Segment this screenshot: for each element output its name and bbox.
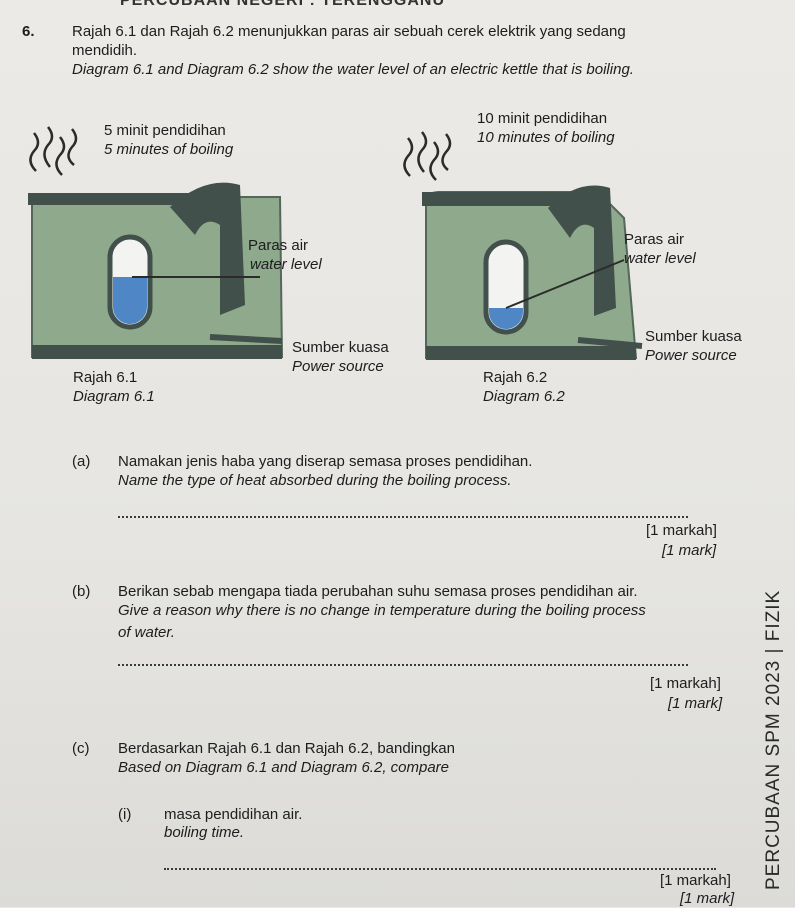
power-cable [209,334,283,344]
d2-power-en: Power source [645,347,737,364]
part-b-en-2: of water. [118,624,175,641]
intro-en: Diagram 6.1 and Diagram 6.2 show the wat… [72,61,634,78]
kettle-handle [548,185,616,316]
steam-lines-icon [29,126,78,176]
part-c-en: Based on Diagram 6.1 and Diagram 6.2, co… [118,759,450,776]
d1-time-en: 5 minutes of boiling [104,141,234,158]
part-b-en: Give a reason why there is no change in … [118,602,646,619]
part-c-i-label: (i) [118,806,132,823]
intro-ms: Rajah 6.1 dan Rajah 6.2 menunjukkan para… [72,23,626,40]
kettle-diagram-6-2 [403,131,643,360]
part-c-i-mark-ms: [1 markah] [660,872,731,889]
part-c-i-en: boiling time. [164,824,245,841]
kettle-handle [170,182,245,315]
d1-power-ms: Sumber kuasa [292,339,389,356]
part-c-i-ms: masa pendidihan air. [164,806,303,823]
part-b-ms: Berikan sebab mengapa tiada perubahan su… [118,583,638,600]
part-c-ms: Berdasarkan Rajah 6.1 dan Rajah 6.2, ban… [118,740,455,757]
power-cable [577,337,643,349]
water-fill [489,308,523,329]
answer-line-a[interactable] [118,516,688,518]
d1-water-ms: Paras air [248,237,309,254]
part-a-mark-ms: [1 markah] [646,522,717,539]
d1-water-en: water level [250,256,322,273]
d2-water-ms: Paras air [624,231,685,248]
kettle-diagram-6-1 [28,126,284,359]
part-a-en: Name the type of heat absorbed during th… [118,472,512,489]
side-banner: PERCUBAAN SPM 2023 | FIZIK [758,200,788,907]
part-b-label: (b) [72,583,91,600]
steam-lines-icon [403,131,452,181]
part-a-label: (a) [72,453,91,470]
d2-time-en: 10 minutes of boiling [477,129,615,146]
part-c-label: (c) [72,740,90,757]
question-number: 6. [22,23,35,40]
d1-caption-ms: Rajah 6.1 [73,369,138,386]
d1-time-ms: 5 minit pendidihan [104,122,226,139]
intro-ms-2: mendidih. [72,42,138,59]
d2-power-ms: Sumber kuasa [645,328,742,345]
d2-water-en: water level [624,250,696,267]
d2-caption-en: Diagram 6.2 [483,388,565,405]
d1-caption-en: Diagram 6.1 [73,388,155,405]
part-b-mark-en: [1 mark] [668,695,723,712]
part-a-mark-en: [1 mark] [662,542,717,559]
side-banner-text: PERCUBAAN SPM 2023 | FIZIK [763,589,784,890]
water-fill [113,277,147,324]
d1-power-en: Power source [292,358,384,375]
part-c-i-mark-en: [1 mark] [680,890,735,907]
part-b-mark-ms: [1 markah] [650,675,721,692]
answer-line-b[interactable] [118,664,688,666]
d2-time-ms: 10 minit pendidihan [477,110,608,127]
answer-line-c-i[interactable] [164,868,716,870]
part-a-ms: Namakan jenis haba yang diserap semasa p… [118,453,533,470]
d2-caption-ms: Rajah 6.2 [483,369,548,386]
cut-header: PERCUBAAN NEGERI : TERENGGANU [120,0,446,9]
